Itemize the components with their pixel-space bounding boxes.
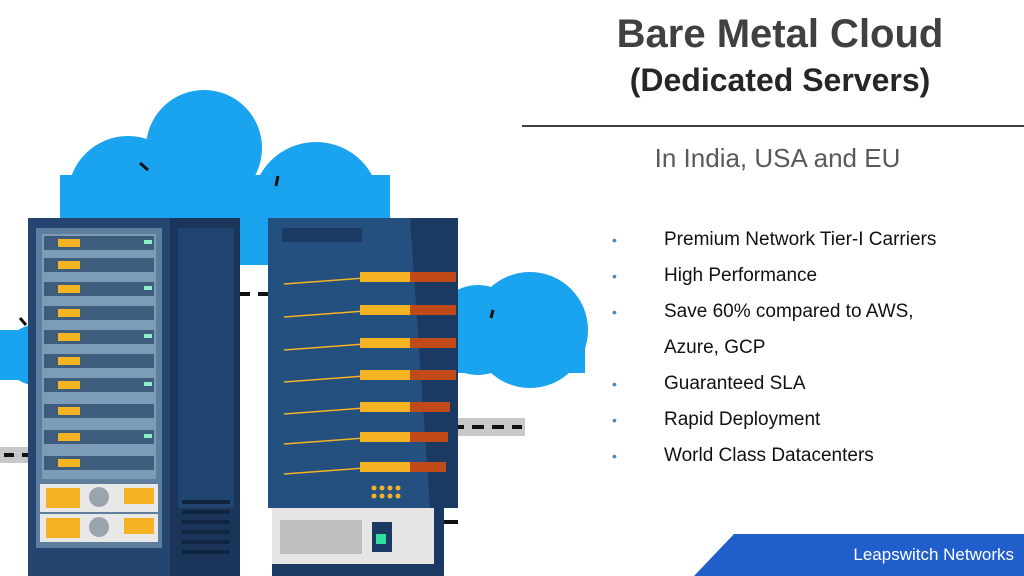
feature-list: • Premium Network Tier-I Carriers • High…	[600, 222, 936, 474]
region-tagline: In India, USA and EU	[654, 143, 901, 173]
feature-label: World Class Datacenters	[664, 445, 874, 466]
feature-label: Premium Network Tier-I Carriers	[664, 229, 937, 250]
feature-item: • Guaranteed SLA	[600, 366, 936, 402]
bullet-icon: •	[612, 232, 617, 248]
feature-label: Guaranteed SLA	[664, 373, 806, 394]
brand-name: Leapswitch Networks	[853, 545, 1014, 564]
cloud-outline-ticks	[18, 161, 495, 326]
feature-label-continuation: Azure, GCP	[664, 337, 766, 358]
feature-label: Save 60% compared to AWS,	[664, 301, 914, 322]
footer-banner: Leapswitch Networks	[694, 534, 1024, 576]
feature-item: • World Class Datacenters	[600, 438, 936, 474]
feature-item: • Save 60% compared to AWS, Azure, GCP	[600, 294, 936, 366]
server-cloud-illustration	[0, 90, 588, 576]
page-title: Bare Metal Cloud	[616, 12, 944, 56]
bullet-icon: •	[612, 412, 617, 428]
server-tower-right	[268, 218, 458, 576]
server-rack-left	[28, 218, 240, 576]
feature-label: Rapid Deployment	[664, 409, 821, 430]
bullet-icon: •	[612, 376, 617, 392]
bullet-icon: •	[612, 268, 617, 284]
feature-label: High Performance	[664, 265, 818, 286]
footer-background	[694, 534, 1024, 576]
bullet-icon: •	[612, 448, 617, 464]
feature-item: • Rapid Deployment	[600, 402, 936, 438]
feature-item: • High Performance	[600, 258, 936, 294]
title-divider	[522, 125, 1024, 127]
bullet-icon: •	[612, 304, 617, 320]
feature-item: • Premium Network Tier-I Carriers	[600, 222, 936, 258]
page-subtitle: (Dedicated Servers)	[629, 62, 931, 98]
